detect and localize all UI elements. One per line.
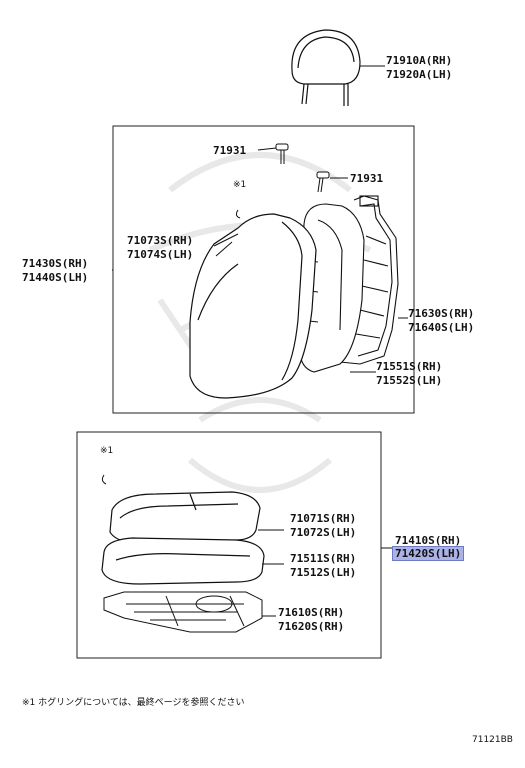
label-71640S[interactable]: 71640S(LH)	[408, 321, 475, 334]
pin-top-icon[interactable]	[275, 143, 289, 164]
seatback-frame-icon[interactable]	[339, 195, 399, 365]
cushion-frame-icon[interactable]	[103, 591, 263, 633]
label-71072S[interactable]: 71072S(LH)	[290, 526, 357, 539]
label-71551S[interactable]: 71551S(RH)	[376, 360, 443, 373]
label-71512S[interactable]: 71512S(LH)	[290, 566, 357, 579]
label-71440S[interactable]: 71440S(LH)	[22, 271, 89, 284]
label-71931-top[interactable]: 71931	[213, 144, 247, 157]
label-71610S[interactable]: 71610S(RH)	[278, 606, 345, 619]
label-71910A[interactable]: 71910A(RH)	[386, 54, 453, 67]
diagram-code: 71121BB	[472, 735, 513, 745]
headrest-icon[interactable]	[291, 29, 361, 106]
cushion-pad-icon[interactable]	[101, 537, 265, 585]
label-71073S[interactable]: 71073S(RH)	[127, 234, 194, 247]
hog-ring-icon-2	[101, 474, 107, 485]
cushion-cover-icon[interactable]	[109, 491, 261, 545]
hog-ring-icon	[235, 209, 241, 219]
label-71430S[interactable]: 71430S(RH)	[22, 257, 89, 270]
label-71410S[interactable]: 71410S(RH)	[395, 534, 462, 547]
label-71071S[interactable]: 71071S(RH)	[290, 512, 357, 525]
label-71920A[interactable]: 71920A(LH)	[386, 68, 453, 81]
cushion-box	[76, 431, 382, 659]
label-71511S[interactable]: 71511S(RH)	[290, 552, 357, 565]
label-71074S[interactable]: 71074S(LH)	[127, 248, 194, 261]
label-71630S[interactable]: 71630S(RH)	[408, 307, 475, 320]
label-71552S[interactable]: 71552S(LH)	[376, 374, 443, 387]
label-71420S-highlighted[interactable]: 71420S(LH)	[392, 546, 465, 561]
seatback-cover-icon[interactable]	[189, 213, 317, 399]
pin-right-icon[interactable]	[316, 171, 330, 193]
hog-ring-mark-back: ※1	[233, 180, 247, 190]
hog-ring-mark-cushion: ※1	[100, 446, 114, 456]
footnote: ※1 ホグリングについては、最終ページを参照ください	[22, 698, 245, 708]
label-71931-right[interactable]: 71931	[350, 172, 384, 185]
label-71620S[interactable]: 71620S(RH)	[278, 620, 345, 633]
